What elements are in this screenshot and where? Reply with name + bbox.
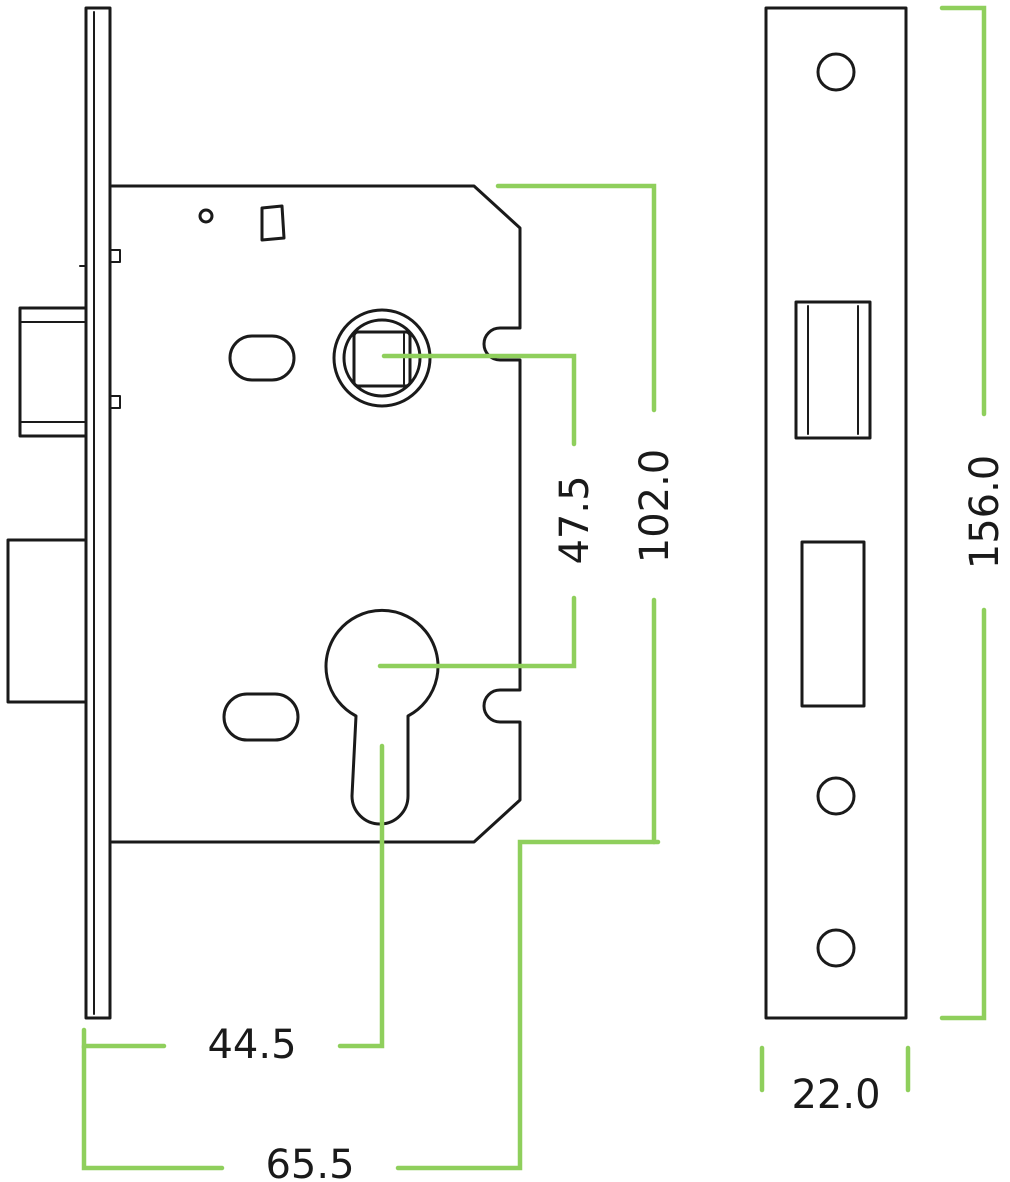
forend-screw-hole-middle: [816, 776, 856, 816]
dim-label-102-0: 102.0: [632, 449, 678, 564]
forend-tab: [109, 249, 121, 263]
dim-label-65-5: 65.5: [265, 1142, 354, 1182]
dim-label-22-0: 22.0: [791, 1072, 880, 1118]
case-fixing-slot: [228, 334, 296, 382]
forend-screw-hole-top: [816, 52, 856, 92]
forend-deadbolt-opening: [800, 540, 866, 708]
lock-case: [110, 184, 522, 844]
case-lever-detail: [260, 204, 286, 242]
dim-line-47-5: [381, 353, 577, 447]
forend-front-plate: [764, 6, 908, 1020]
dim-label-156-0: 156.0: [962, 455, 1008, 570]
dim-line-65-5: [395, 839, 661, 1171]
dim-label-44-5: 44.5: [207, 1022, 296, 1068]
lock-forend-plate: [84, 6, 112, 1020]
forend-tab: [109, 395, 121, 409]
forend-latch-opening: [794, 300, 872, 440]
dim-label-47-5: 47.5: [552, 475, 598, 564]
dim-line-156-0: [939, 607, 987, 1021]
case-pin: [198, 208, 214, 224]
forend-front-view: [764, 6, 908, 1020]
lock-body-side-view: [6, 6, 522, 1020]
dim-line-102-0: [495, 183, 657, 413]
case-fixing-slot: [222, 692, 300, 742]
latch-bolt: [18, 306, 88, 438]
forend-screw-hole-bottom: [816, 928, 856, 968]
dim-line-44-5: [337, 743, 385, 1049]
dead-bolt: [6, 538, 88, 704]
spindle-square: [352, 330, 412, 388]
dim-line-156-0: [939, 5, 987, 417]
dim-line-44-5: [81, 1027, 167, 1049]
dimension-lines: [81, 5, 987, 1171]
dim-line-47-5: [377, 595, 577, 669]
dim-line-65-5: [81, 1043, 225, 1171]
